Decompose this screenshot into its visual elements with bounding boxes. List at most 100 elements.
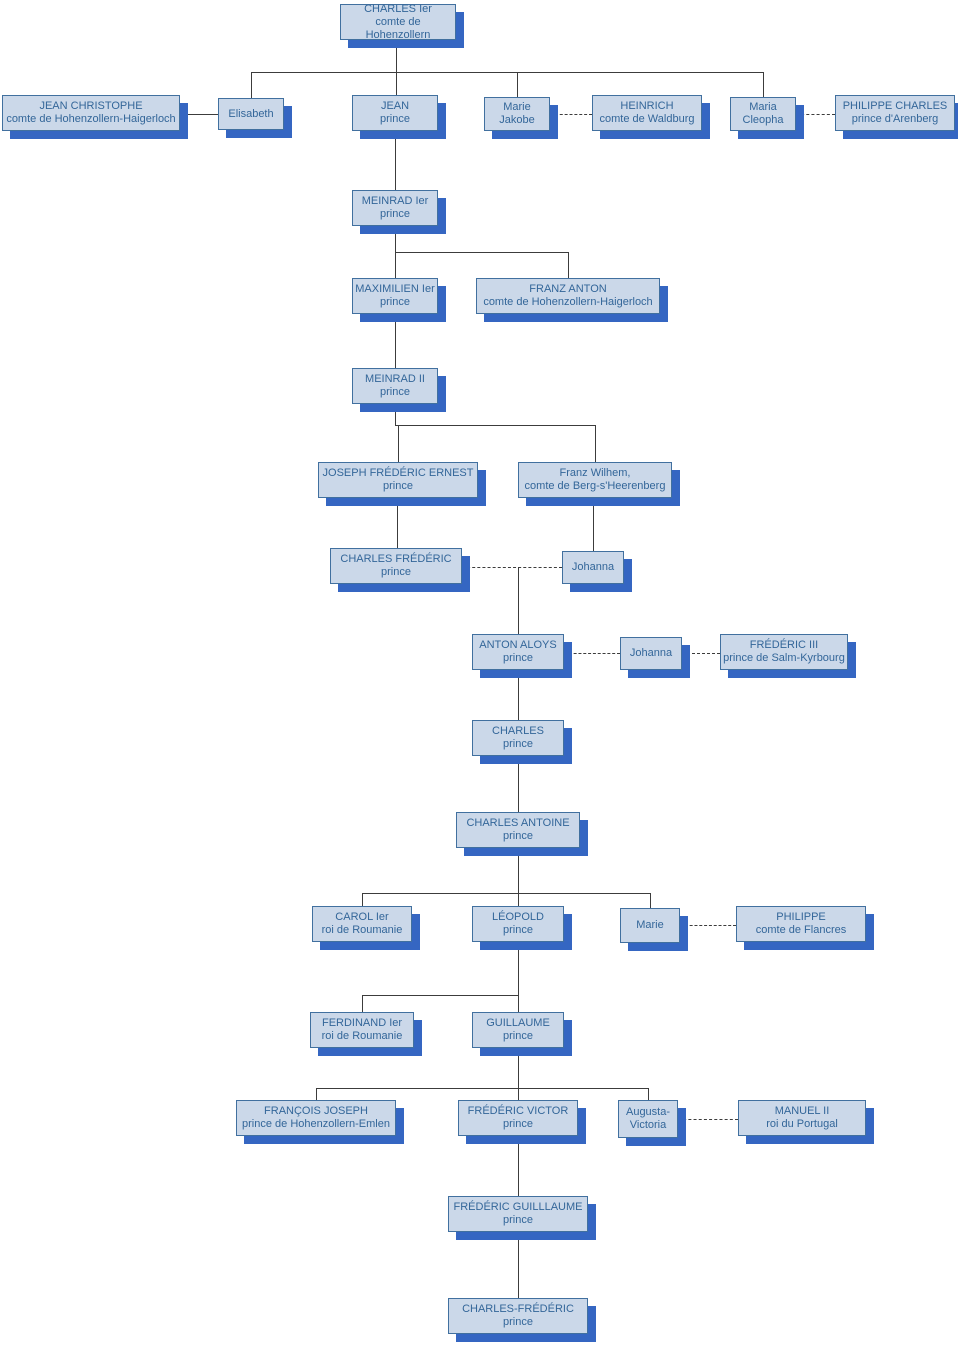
node-marie-jakobe: Marie Jakobe — [484, 97, 550, 131]
person-name: GUILLAUME — [486, 1017, 550, 1029]
marriage-line — [796, 114, 835, 115]
descent-line — [518, 942, 519, 995]
descent-line — [398, 425, 399, 462]
person-name: Johanna — [571, 561, 615, 573]
person-name: Augusta-Victoria — [625, 1106, 671, 1131]
descent-line — [395, 404, 396, 425]
person-name: Elisabeth — [228, 107, 274, 120]
marriage-line — [550, 114, 592, 115]
person-name: PHILIPPE — [776, 911, 826, 923]
person-name: JOSEPH FRÉDÉRIC ERNEST — [322, 467, 474, 479]
descent-line — [251, 72, 763, 73]
person-name: FRANZ ANTON — [529, 283, 607, 295]
person-title: comte de Hohenzollern — [365, 15, 431, 41]
person-title: prince — [503, 1214, 533, 1226]
person-name: MAXIMILIEN Ier — [355, 283, 435, 295]
person-name: JEAN — [380, 100, 410, 112]
descent-line — [362, 995, 518, 996]
person-name: CAROL Ier — [335, 911, 389, 923]
descent-line — [763, 72, 764, 97]
person-title: roi de Roumanie — [321, 924, 403, 936]
marriage-line — [680, 925, 736, 926]
person-title: prince — [380, 386, 410, 398]
person-title: comte de Hohenzollern-Haigerloch — [483, 296, 653, 308]
marriage-line — [564, 653, 620, 654]
descent-line — [518, 995, 519, 1012]
person-name: CHARLES Ier — [364, 2, 432, 15]
person-title: comte de Flancres — [755, 924, 847, 936]
person-name: CHARLES FRÉDÉRIC — [340, 553, 452, 565]
person-name: LÉOPOLD — [492, 911, 544, 923]
descent-line — [593, 498, 594, 551]
person-title: prince — [380, 113, 410, 125]
person-title: comte de Waldburg — [599, 113, 695, 125]
person-name: Franz Wilhem, — [559, 467, 631, 479]
descent-line — [518, 1088, 519, 1100]
person-name: FRANÇOIS JOSEPH — [264, 1105, 368, 1117]
descent-line — [396, 40, 397, 72]
person-name: CHARLES ANTOINE — [466, 817, 570, 829]
person-title: prince de Salm-Kyrbourg — [723, 652, 845, 664]
descent-line — [397, 498, 398, 548]
descent-line — [395, 314, 396, 368]
person-title: roi du Portugal — [766, 1118, 838, 1130]
descent-line — [518, 670, 519, 720]
descent-line — [251, 72, 252, 98]
descent-line — [518, 567, 519, 634]
node-elisabeth: Elisabeth — [218, 98, 284, 130]
descent-line — [395, 252, 568, 253]
person-name: Johanna — [629, 647, 673, 659]
descent-line — [362, 995, 363, 1012]
person-name: MEINRAD Ier — [361, 195, 429, 207]
person-name: Maria Cleopha — [742, 101, 784, 126]
person-name: Marie — [636, 919, 664, 931]
person-name: Marie Jakobe — [499, 101, 535, 126]
descent-line — [316, 1088, 317, 1100]
person-name: MEINRAD II — [365, 373, 425, 385]
person-name: FRÉDÉRIC GUILLLAUME — [453, 1201, 583, 1213]
person-name: MANUEL II — [774, 1105, 830, 1117]
node-marie: Marie — [620, 908, 680, 943]
person-title: prince — [503, 924, 533, 936]
descent-line — [518, 1232, 519, 1298]
node-augusta-victoria: Augusta-Victoria — [618, 1100, 678, 1138]
descent-line — [568, 252, 569, 278]
descent-line — [518, 1048, 519, 1088]
person-title: prince — [381, 566, 411, 578]
person-title: prince — [503, 738, 533, 750]
person-title: prince — [503, 1118, 533, 1130]
person-title: comte de Berg-s'Heerenberg — [524, 480, 666, 492]
descent-line — [517, 72, 518, 97]
person-title: prince — [503, 1316, 533, 1328]
descent-line — [518, 756, 519, 812]
person-name: FRÉDÉRIC VICTOR — [467, 1105, 569, 1117]
person-name: CHARLES — [492, 725, 544, 737]
person-title: prince — [383, 480, 413, 492]
person-title: comte de Hohenzollern-Haigerloch — [6, 113, 176, 125]
descent-line — [396, 72, 397, 95]
descent-line — [362, 893, 363, 906]
descent-line — [648, 1088, 649, 1100]
descent-line — [180, 114, 218, 115]
descent-line — [518, 1136, 519, 1196]
